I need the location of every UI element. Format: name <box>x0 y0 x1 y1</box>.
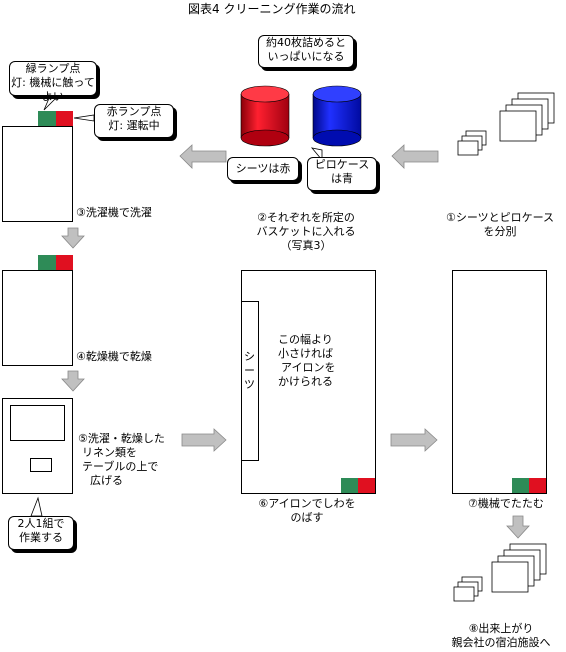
step-line: ⑧出来上がり <box>468 622 534 635</box>
callout-pillow-blue: ピロケース は青 <box>307 157 377 191</box>
callout-line: 灯: 運転中 <box>108 119 160 132</box>
callout-line: 赤ランプ点 <box>106 105 162 118</box>
callout-pair-work: 2人1組で 作業する <box>8 516 74 550</box>
green-lamp-icon <box>512 478 529 493</box>
step-line: リネン類を <box>82 446 137 459</box>
arrow-down-3 <box>506 515 530 539</box>
callout-line: 緑ランプ点 <box>25 62 81 75</box>
ironing-table <box>241 270 376 494</box>
callout-tail <box>73 114 95 122</box>
note-line: 小さければ <box>278 347 333 360</box>
callout-tail <box>30 496 43 517</box>
step-line: 親会社の宿泊施設へ <box>451 636 551 649</box>
sheet-on-table <box>241 301 259 461</box>
washing-machine <box>2 126 73 222</box>
callout-line: 灯: 機械に触ってよい <box>11 76 95 103</box>
callout-green-lamp: 緑ランプ点 灯: 機械に触ってよい <box>9 61 97 103</box>
folded-linen-icon <box>453 543 547 602</box>
arrow-left-2 <box>179 144 227 169</box>
arrow-right-2 <box>390 428 438 452</box>
step-3-label: ③洗濯機で洗濯 <box>76 206 152 219</box>
callout-line: いっぱいになる <box>267 50 345 63</box>
blue-basket-icon <box>312 85 362 147</box>
red-lamp-icon <box>56 255 73 270</box>
width-note: この幅より 小さければ アイロンを かけられる <box>278 333 335 389</box>
note-line: アイロンを <box>281 361 336 374</box>
folding-machine <box>452 270 547 494</box>
step-line: ①シーツとピロケース <box>445 211 555 224</box>
step-line: ⑥アイロンでしわを <box>258 497 356 510</box>
green-lamp-icon <box>341 478 358 493</box>
step-line: 広げる <box>90 474 123 487</box>
step-line: テーブルの上で <box>82 460 159 473</box>
dryer-machine <box>2 270 73 366</box>
step-line: ⑤洗濯・乾燥した <box>78 432 165 445</box>
callout-line: 2人1組で <box>17 517 65 530</box>
red-lamp-icon <box>358 478 375 493</box>
green-lamp-icon <box>38 111 56 126</box>
arrow-left-1 <box>391 144 439 169</box>
step-2-label: ②それぞれを所定の バスケットに入れる （写真3） <box>240 211 372 253</box>
callout-sheets-red: シーツは赤 <box>227 157 299 181</box>
note-line: この幅より <box>278 333 333 346</box>
arrow-down-1 <box>61 227 85 249</box>
red-lamp-icon <box>56 111 73 126</box>
step-6-label: ⑥アイロンでしわを のばす <box>244 497 370 525</box>
step-4-label: ④乾燥機で乾燥 <box>76 350 152 363</box>
step-line: バスケットに入れる <box>256 225 356 238</box>
page-title: 図表4 クリーニング作業の流れ <box>188 2 356 16</box>
sheet-label: シーツ <box>244 350 255 391</box>
step-line: のばす <box>290 511 324 524</box>
callout-red-lamp: 赤ランプ点 灯: 運転中 <box>94 104 174 138</box>
arrow-right-1 <box>181 428 227 452</box>
callout-line: ピロケース <box>314 158 370 171</box>
step-line: を分別 <box>483 225 517 238</box>
callout-line: 約40枚詰めると <box>266 36 346 49</box>
red-lamp-icon <box>529 478 546 493</box>
green-lamp-icon <box>38 255 56 270</box>
callout-line: 作業する <box>19 531 63 544</box>
note-line: かけられる <box>278 375 333 388</box>
step-7-label: ⑦機械でたたむ <box>468 497 544 510</box>
callout-tail <box>43 95 59 111</box>
step-5-label: ⑤洗濯・乾燥した リネン類を テーブルの上で 広げる <box>78 432 165 488</box>
step-line: ②それぞれを所定の <box>257 211 355 224</box>
red-basket-icon <box>240 85 290 147</box>
arrow-down-2 <box>61 370 85 392</box>
table-button <box>30 458 52 472</box>
step-8-label: ⑧出来上がり 親会社の宿泊施設へ <box>440 622 562 650</box>
step-line: （写真3） <box>280 239 332 252</box>
step-1-label: ①シーツとピロケース を分別 <box>440 211 560 239</box>
table-panel <box>10 405 65 441</box>
callout-capacity: 約40枚詰めると いっぱいになる <box>258 35 354 68</box>
callout-line: は青 <box>331 172 353 185</box>
linen-pile-icon <box>457 92 555 156</box>
